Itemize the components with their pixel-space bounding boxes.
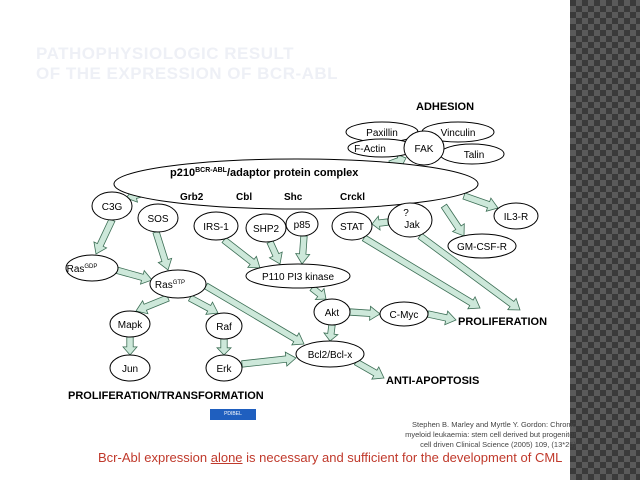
node-ras-gdp <box>65 254 119 282</box>
node-bcl2-bcl-x-label: Bcl2/Bcl-x <box>308 350 352 361</box>
bcr-abl-pathway-diagram: ADHESION Paxillin Vinculin F-Actin Talin… <box>65 101 547 402</box>
arrow-mapk-to-jun <box>122 336 138 356</box>
node-p110-pi3-kinase <box>245 263 351 289</box>
adaptor-grb2: Grb2 <box>180 192 204 203</box>
heading-anti-apoptosis: ANTI-APOPTOSIS <box>386 375 479 387</box>
node-sos <box>137 203 179 233</box>
arrow-stat-to-proliferation <box>361 234 481 310</box>
node-irs-1-label: IRS-1 <box>203 222 229 233</box>
node-erk-label: Erk <box>217 364 233 375</box>
footer-text-after: is necessary and sufficient for the deve… <box>242 450 563 465</box>
node-talin-label: Talin <box>464 150 485 161</box>
node-fak-label: FAK <box>415 144 434 155</box>
node-mapk-label: Mapk <box>118 320 143 331</box>
arrow-cmyc-to-proliferation <box>426 310 457 326</box>
node-fak <box>403 130 445 166</box>
node-f-actin-label: F-Actin <box>354 144 386 155</box>
node-sos-label: SOS <box>147 214 168 225</box>
node-erk <box>205 354 243 382</box>
arrow-jak-to-stat <box>371 215 389 231</box>
node-gm-csf-r-label: GM-CSF-R <box>457 242 507 253</box>
node-il3-r-label: IL3-R <box>504 212 528 223</box>
arrow-rasgtp-to-bcl2 <box>203 282 305 346</box>
node-jak-label: Jak <box>404 220 421 231</box>
node-c3g-label: C3G <box>102 202 123 213</box>
node-ras-gtp <box>149 269 207 299</box>
arrow-bcl2-to-antiapoptosis <box>353 358 385 380</box>
arrow-complex-to-il3r <box>462 192 499 212</box>
arrow-rasgtp-to-raf <box>187 294 219 315</box>
citation-line-1: Stephen B. Marley and Myrtle Y. Gordon: … <box>412 420 576 429</box>
node-akt-label: Akt <box>325 308 340 319</box>
arrow-rasgdp-to-rasgtp <box>114 266 153 285</box>
arrow-irs1-to-p110 <box>221 236 261 269</box>
node-shp2 <box>245 213 287 243</box>
heading-proliferation: PROLIFERATION <box>458 316 547 328</box>
node-stat-label: STAT <box>340 222 364 233</box>
node-c-myc <box>379 301 429 327</box>
node-shp2-label: SHP2 <box>253 224 280 235</box>
node-vinculin-label: Vinculin <box>441 128 476 139</box>
arrow-shp2-to-p110 <box>266 240 283 265</box>
node-p85 <box>285 211 319 237</box>
arrow-akt-to-bcl2 <box>323 324 339 342</box>
arrow-jak-to-proliferation <box>417 232 521 311</box>
node-gm-csf-r <box>447 233 517 259</box>
heading-adhesion: ADHESION <box>416 101 474 113</box>
adaptor-crckl: Crckl <box>340 192 365 203</box>
node-irs-1 <box>193 211 239 241</box>
slide-title-line-1: PATHOPHYSIOLOGIC RESULT <box>36 44 295 63</box>
node-paxillin-label: Paxillin <box>366 128 398 139</box>
node-bcl2-bcl-x <box>295 340 365 368</box>
footer-emphasis: alone <box>210 450 243 465</box>
node-akt <box>313 298 351 326</box>
node-mapk <box>109 310 151 338</box>
node-il3-r <box>493 202 539 230</box>
arrow-erk-to-bcl2 <box>241 351 297 368</box>
arrow-p85-to-p110 <box>294 235 311 265</box>
node-ras-gdp-label: RasGDP <box>67 264 98 275</box>
node-p210-complex-label: p210BCR-ABL/adaptor protein complex <box>170 167 359 179</box>
footer-statement: Bcr-Abl expression alone is necessary an… <box>98 450 562 465</box>
arrow-rasgtp-to-mapk <box>135 294 170 315</box>
pathway-arrows <box>93 153 521 380</box>
node-raf <box>205 312 243 340</box>
node-p210-complex <box>113 158 479 210</box>
arrow-sos-to-rasgtp <box>152 230 173 271</box>
arrow-p110-to-akt <box>309 284 327 300</box>
heading-proliferation-transformation: PROLIFERATION/TRANSFORMATION <box>68 390 264 402</box>
arrow-c3g-to-rasgdp <box>93 218 116 255</box>
node-p85-label: p85 <box>294 220 311 231</box>
citation-line-2: myeloid leukaemia: stem cell derived but… <box>405 430 576 439</box>
node-jun <box>109 354 151 382</box>
node-jak <box>387 202 433 238</box>
node-stat <box>331 211 373 241</box>
node-raf-label: Raf <box>216 322 232 333</box>
arrow-complex-to-gmcsfr <box>440 203 465 237</box>
arrow-raf-to-erk <box>216 338 232 356</box>
adaptor-shc: Shc <box>284 192 303 203</box>
citation: Stephen B. Marley and Myrtle Y. Gordon: … <box>346 420 576 450</box>
arrow-akt-to-cmyc <box>349 305 381 322</box>
node-jak-question: ? <box>403 208 409 219</box>
decorative-checker-panel <box>570 0 640 480</box>
node-c-myc-label: C-Myc <box>390 310 419 321</box>
citation-line-3: cell driven Clinical Science (2005) 109,… <box>420 440 576 449</box>
footer-text-before: Bcr-Abl expression <box>98 450 211 465</box>
node-p110-pi3-kinase-label: P110 PI3 kinase <box>262 272 335 283</box>
slide-title-line-2: OF THE EXPRESSION OF BCR-ABL <box>36 64 339 83</box>
slide-title: PATHOPHYSIOLOGIC RESULT OF THE EXPRESSIO… <box>36 44 338 84</box>
publisher-logo: PDIBEL <box>210 409 256 420</box>
adaptor-cbl: Cbl <box>236 192 252 203</box>
node-jun-label: Jun <box>122 364 138 375</box>
node-ras-gtp-label: RasGTP <box>155 280 185 291</box>
node-c3g <box>91 191 133 221</box>
